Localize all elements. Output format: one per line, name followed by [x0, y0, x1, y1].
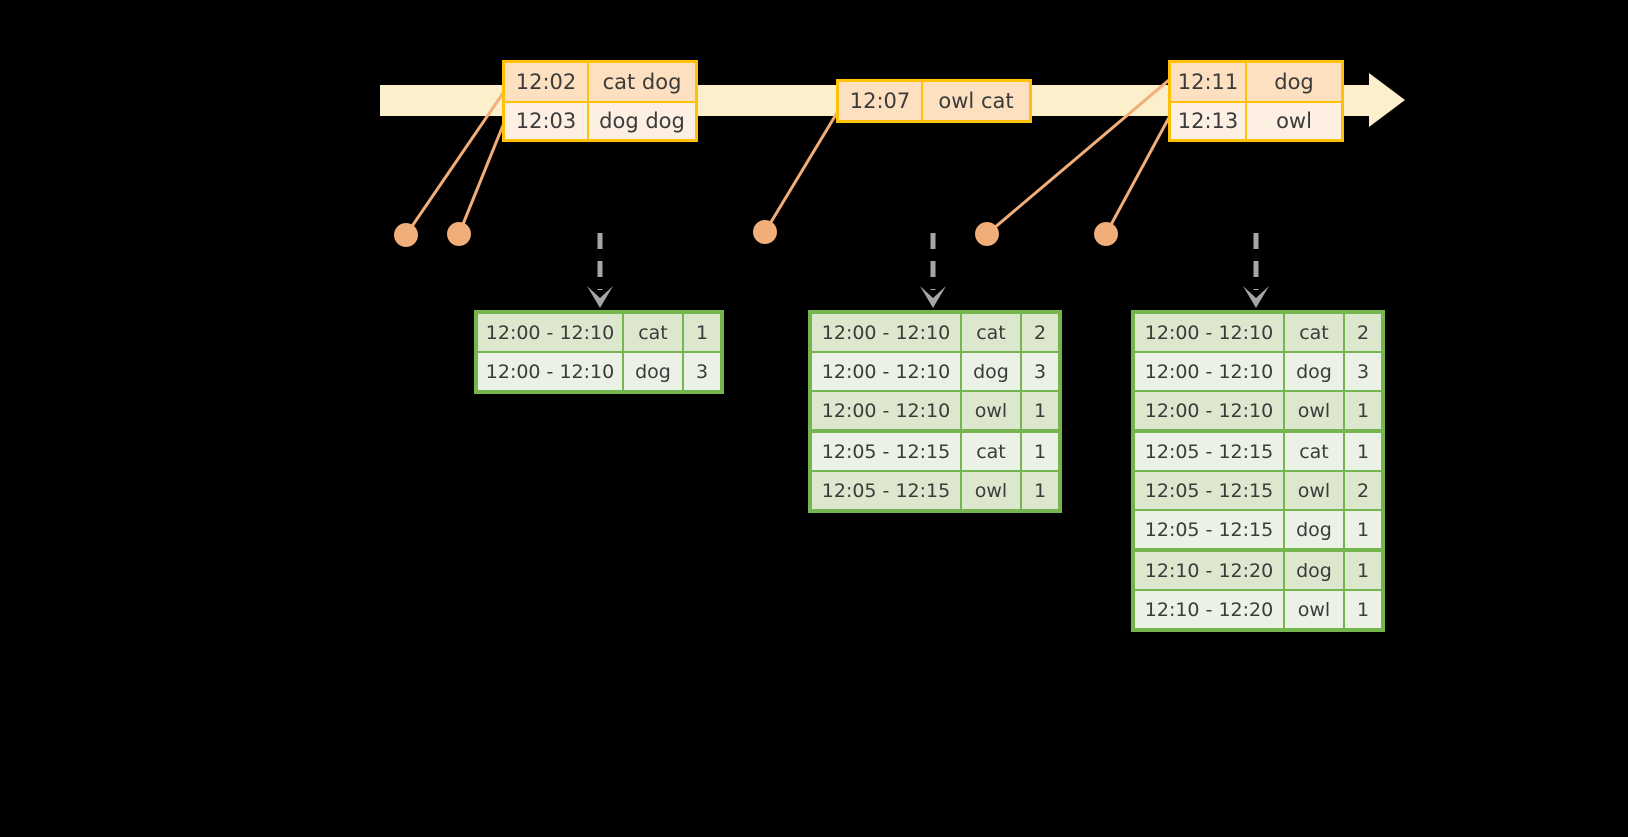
cell-count: 2	[1345, 472, 1381, 509]
connector-dot	[447, 222, 471, 246]
cell-window: 12:00 - 12:10	[1135, 353, 1283, 390]
dash-arrow-3	[1243, 233, 1269, 308]
event-time: 12:02	[505, 63, 589, 101]
cell-key: cat	[624, 314, 682, 351]
event-row: 12:03 dog dog	[505, 101, 695, 139]
connector-line	[1104, 111, 1174, 235]
cell-key: dog	[962, 353, 1020, 390]
cell-key: cat	[1285, 314, 1343, 351]
cell-window: 12:10 - 12:20	[1135, 591, 1283, 628]
connector-dot	[753, 220, 777, 244]
cell-window: 12:05 - 12:15	[1135, 433, 1283, 470]
dash-arrow-2	[920, 233, 946, 308]
cell-key: owl	[1285, 591, 1343, 628]
event-words: dog dog	[599, 109, 685, 133]
cell-count: 1	[1345, 591, 1381, 628]
cell-count: 3	[1022, 353, 1058, 390]
cell-window: 12:05 - 12:15	[812, 472, 960, 509]
cell-key: dog	[1285, 552, 1343, 589]
cell-window: 12:05 - 12:15	[1135, 511, 1283, 548]
cell-key: cat	[1285, 433, 1343, 470]
timeline-arrowhead-icon	[1369, 73, 1405, 127]
cell-count: 2	[1022, 314, 1058, 351]
cell-count: 1	[1345, 511, 1381, 548]
event-group-1: 12:02 cat dog 12:03 dog dog	[502, 60, 698, 142]
event-time: 12:11	[1171, 63, 1247, 101]
cell-window: 12:10 - 12:20	[1135, 552, 1283, 589]
cell-window: 12:05 - 12:15	[812, 433, 960, 470]
dash-arrow-1	[587, 233, 613, 308]
cell-key: cat	[962, 314, 1020, 351]
cell-count: 1	[1022, 433, 1058, 470]
event-time: 12:03	[505, 103, 589, 139]
cell-key: dog	[624, 353, 682, 390]
cell-window: 12:00 - 12:10	[812, 392, 960, 429]
cell-count: 2	[1345, 314, 1381, 351]
cell-count: 3	[1345, 353, 1381, 390]
dash-arrow-head-icon	[587, 286, 613, 308]
cell-window: 12:00 - 12:10	[478, 314, 622, 351]
cell-count: 3	[684, 353, 720, 390]
event-words: dog	[1274, 70, 1314, 94]
dash-arrow-head-icon	[920, 286, 946, 308]
cell-key: owl	[1285, 392, 1343, 429]
event-time: 12:07	[839, 82, 923, 120]
event-row: 12:11 dog	[1171, 63, 1341, 101]
cell-count: 1	[1345, 552, 1381, 589]
cell-window: 12:00 - 12:10	[1135, 392, 1283, 429]
cell-key: owl	[1285, 472, 1343, 509]
event-group-2: 12:07 owl cat	[836, 79, 1032, 123]
cell-key: cat	[962, 433, 1020, 470]
event-group-3: 12:11 dog 12:13 owl	[1168, 60, 1344, 142]
event-time: 12:13	[1171, 103, 1247, 139]
cell-count: 1	[1022, 472, 1058, 509]
cell-key: dog	[1285, 511, 1343, 548]
cell-window: 12:00 - 12:10	[812, 353, 960, 390]
dash-arrow-head-icon	[1243, 286, 1269, 308]
connector-dot	[1094, 222, 1118, 246]
cell-count: 1	[1345, 433, 1381, 470]
cell-key: dog	[1285, 353, 1343, 390]
connector-line	[457, 117, 508, 235]
connector-dot	[394, 223, 418, 247]
event-row: 12:07 owl cat	[839, 82, 1029, 120]
cell-window: 12:00 - 12:10	[812, 314, 960, 351]
cell-window: 12:00 - 12:10	[1135, 314, 1283, 351]
cell-count: 1	[1345, 392, 1381, 429]
cell-key: owl	[962, 472, 1020, 509]
event-words: owl	[1276, 109, 1312, 133]
cell-count: 1	[684, 314, 720, 351]
connector-line	[763, 97, 848, 233]
event-words: cat dog	[602, 70, 682, 94]
cell-window: 12:05 - 12:15	[1135, 472, 1283, 509]
connector-dot	[975, 222, 999, 246]
event-row: 12:02 cat dog	[505, 63, 695, 101]
cell-count: 1	[1022, 392, 1058, 429]
cell-window: 12:00 - 12:10	[478, 353, 622, 390]
event-words: owl cat	[938, 89, 1014, 113]
event-row: 12:13 owl	[1171, 101, 1341, 139]
cell-key: owl	[962, 392, 1020, 429]
